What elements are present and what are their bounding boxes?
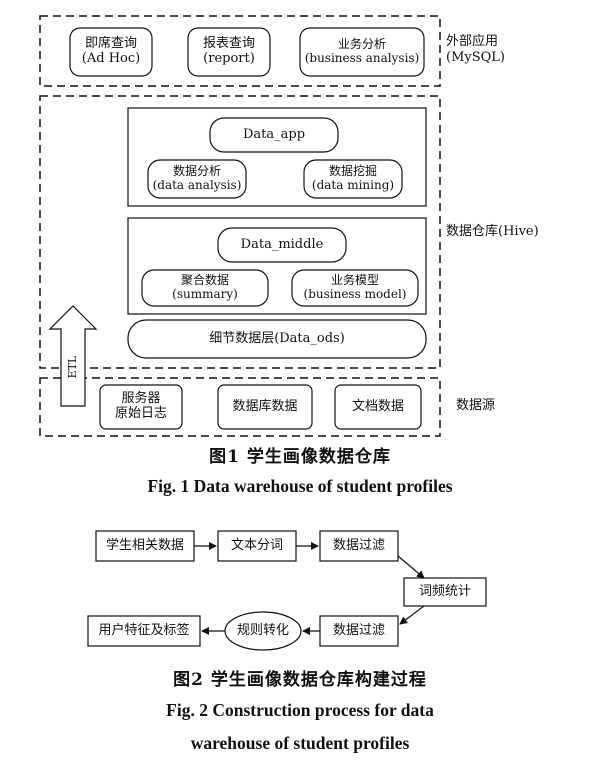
business-analysis-zh: 业务分析 — [337, 37, 386, 52]
student-data-label: 学生相关数据 — [96, 531, 194, 561]
summary-zh: 聚合数据 — [180, 273, 229, 288]
flow-arrow-4 — [399, 605, 425, 625]
server-log-line1: 服务器 — [121, 391, 161, 407]
external-apps-side-label: 外部应用 (MySQL) — [446, 34, 505, 65]
adhoc-query-label: 即席查询 (Ad Hoc) — [70, 28, 152, 76]
document-data-text: 文档数据 — [351, 398, 404, 414]
fig2-caption-en-line2: warehouse of student profiles — [190, 733, 410, 753]
fig1-caption-en: Fig. 1 Data warehouse of student profile… — [147, 476, 453, 496]
text-segmentation-node — [217, 530, 297, 562]
word-frequency-node — [403, 577, 487, 607]
warehouse-label-text: 数据仓库(Hive) — [446, 224, 539, 239]
summary-en: (summary) — [172, 287, 238, 301]
data-mining-label: 数据挖掘 (data mining) — [304, 160, 402, 198]
rule-conversion-label: 规则转化 — [225, 612, 301, 650]
business-model-box — [291, 269, 419, 307]
fig1-caption-zh: 图1 学生画像数据仓库 — [209, 447, 391, 467]
data-app-box — [209, 117, 339, 153]
data-mining-en: (data mining) — [311, 178, 395, 192]
data-app-title: Data_app — [242, 126, 306, 142]
adhoc-query-zh: 即席查询 — [84, 36, 137, 52]
summary-box — [141, 269, 269, 307]
report-query-en: (report) — [203, 51, 255, 66]
warehouse-side-label: 数据仓库(Hive) — [446, 224, 539, 240]
data-mining-zh: 数据挖掘 — [328, 164, 377, 179]
business-model-zh: 业务模型 — [330, 273, 379, 288]
report-query-zh: 报表查询 — [202, 36, 255, 52]
data-ods-box — [127, 319, 427, 359]
student-data-node — [95, 530, 195, 562]
user-features-label: 用户特征及标签 — [88, 616, 200, 646]
text-segmentation-label: 文本分词 — [218, 531, 296, 561]
server-log-line2: 原始日志 — [114, 406, 167, 421]
etl-label-text: ETL — [65, 355, 79, 379]
data-filter-2-label: 数据过滤 — [320, 616, 398, 646]
data-source-region — [39, 377, 441, 437]
app-layer-box — [127, 107, 427, 207]
database-data-box — [217, 384, 313, 430]
data-source-side-label: 数据源 — [456, 398, 495, 414]
business-model-en: (business model) — [303, 287, 407, 301]
data-analysis-en: (data analysis) — [152, 178, 242, 192]
adhoc-query-box — [69, 27, 153, 77]
external-apps-zh: 外部应用 — [446, 34, 499, 49]
database-data-text: 数据库数据 — [232, 398, 298, 414]
data-filter-2-text: 数据过滤 — [332, 622, 385, 638]
data-filter-node-1 — [319, 530, 399, 562]
flow-arrow-3 — [397, 555, 425, 579]
data-middle-title: Data_middle — [240, 236, 324, 252]
data-filter-1-label: 数据过滤 — [320, 531, 398, 561]
data-middle-label: Data_middle — [218, 228, 346, 262]
data-middle-box — [217, 227, 347, 263]
data-analysis-box — [147, 159, 247, 199]
data-ods-label: 细节数据层(Data_ods) — [128, 320, 426, 358]
business-model-label: 业务模型 (business model) — [292, 270, 418, 306]
data-filter-node-2 — [319, 615, 399, 647]
word-frequency-text: 词频统计 — [418, 583, 471, 599]
external-apps-region — [39, 15, 441, 87]
business-analysis-en: (business analysis) — [304, 51, 420, 65]
data-mining-box — [303, 159, 403, 199]
rule-conversion-text: 规则转化 — [236, 622, 289, 638]
text-segmentation-text: 文本分词 — [230, 537, 283, 553]
data-source-label-text: 数据源 — [456, 398, 496, 413]
fig2-caption-zh: 图2 学生画像数据仓库构建过程 — [173, 670, 427, 690]
data-analysis-zh: 数据分析 — [172, 164, 221, 179]
report-query-box — [187, 27, 271, 77]
middle-layer-box — [127, 217, 427, 315]
etl-label: ETL — [65, 329, 81, 405]
student-data-text: 学生相关数据 — [105, 537, 184, 553]
summary-label: 聚合数据 (summary) — [142, 270, 268, 306]
user-features-node — [87, 615, 201, 647]
user-features-text: 用户特征及标签 — [98, 622, 190, 638]
data-app-label: Data_app — [210, 118, 338, 152]
server-log-label: 服务器 原始日志 — [100, 385, 182, 429]
external-apps-en: (MySQL) — [446, 49, 505, 65]
etl-arrow — [48, 305, 98, 407]
document-data-label: 文档数据 — [335, 385, 421, 429]
fig2-caption-en-line1: Fig. 2 Construction process for data — [166, 700, 434, 720]
business-analysis-box — [299, 27, 425, 77]
server-log-box — [99, 384, 183, 430]
data-filter-1-text: 数据过滤 — [332, 537, 385, 553]
document-data-box — [334, 384, 422, 430]
data-analysis-label: 数据分析 (data analysis) — [148, 160, 246, 198]
data-ods-text: 细节数据层(Data_ods) — [209, 330, 345, 346]
database-data-label: 数据库数据 — [218, 385, 312, 429]
warehouse-region — [39, 95, 441, 369]
business-analysis-label: 业务分析 (business analysis) — [300, 28, 424, 76]
adhoc-query-en: (Ad Hoc) — [81, 51, 141, 66]
word-frequency-label: 词频统计 — [404, 578, 486, 606]
report-query-label: 报表查询 (report) — [188, 28, 270, 76]
